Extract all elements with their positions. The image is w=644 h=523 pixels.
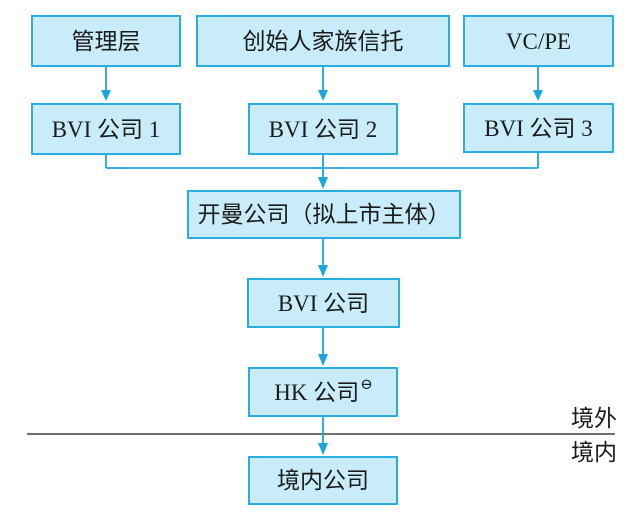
node-cayman: 开曼公司（拟上市主体）: [187, 190, 461, 239]
arrow-trust-to-bvi2: [318, 67, 328, 101]
arrow-bvi-group-to-cayman: [105, 153, 539, 189]
node-bvi2-label: BVI 公司 2: [268, 116, 378, 142]
node-management: 管理层: [31, 15, 181, 67]
node-bvi1-label: BVI 公司 1: [51, 116, 161, 142]
node-bvi1: BVI 公司 1: [31, 103, 181, 155]
arrow-bvi-to-hk: [318, 328, 328, 366]
onshore-label: 境内: [571, 440, 617, 465]
node-founder-trust-label: 创始人家族信托: [242, 28, 404, 54]
arrow-vcpe-to-bvi3: [533, 67, 543, 101]
node-founder-trust: 创始人家族信托: [196, 15, 450, 67]
arrow-management-to-bvi1: [101, 67, 111, 101]
node-bvi3-label: BVI 公司 3: [484, 115, 593, 141]
node-management-label: 管理层: [71, 28, 141, 54]
node-vc-pe: VC/PE: [463, 15, 614, 67]
offshore-label: 境外: [571, 406, 617, 431]
node-bvi-mid-label: BVI 公司: [277, 290, 370, 316]
node-cayman-label: 开曼公司（拟上市主体）: [197, 202, 451, 227]
node-bvi3: BVI 公司 3: [463, 103, 614, 153]
node-domestic: 境内公司: [248, 456, 398, 505]
node-domestic-label: 境内公司: [277, 468, 369, 493]
node-bvi2: BVI 公司 2: [248, 103, 398, 155]
node-vc-pe-label: VC/PE: [505, 28, 572, 54]
node-hk-label: HK 公司: [274, 379, 360, 405]
arrow-cayman-to-bvi: [318, 239, 328, 277]
node-hk: HK 公司⊖: [248, 367, 398, 417]
arrow-hk-to-domestic: [318, 417, 328, 455]
node-bvi-mid: BVI 公司: [247, 278, 400, 328]
